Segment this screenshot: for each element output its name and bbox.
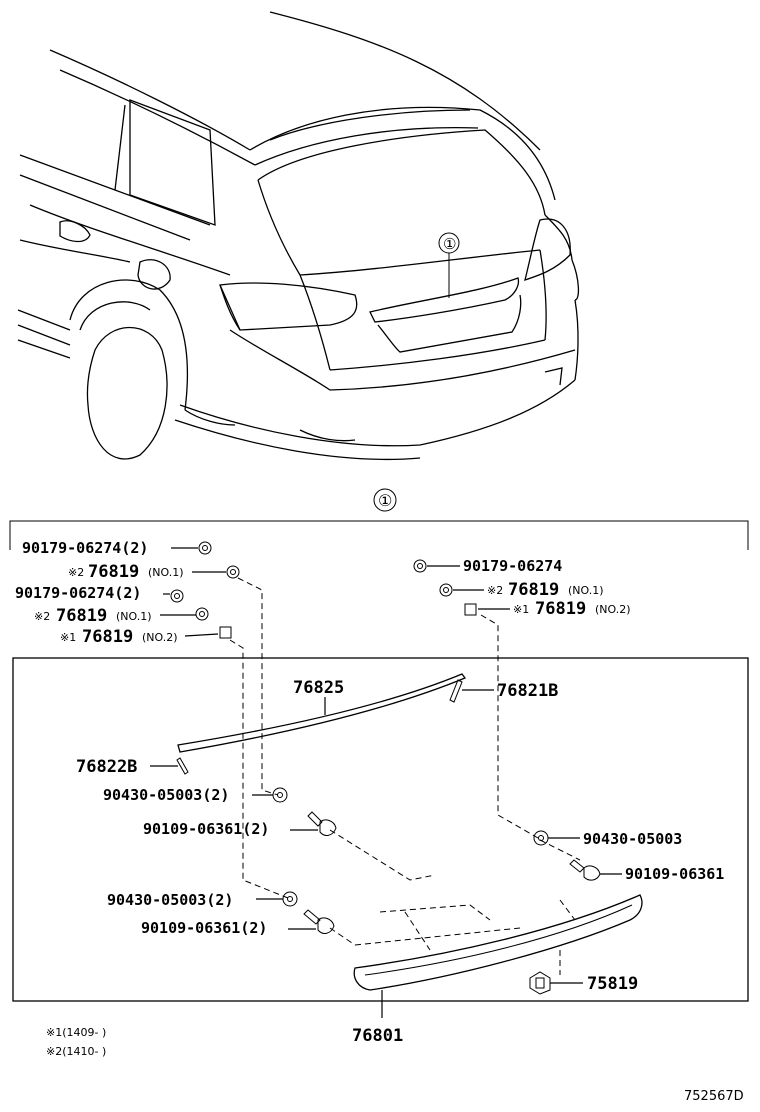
label-90179-06274-qty2-a: 90179-06274(2) (22, 539, 148, 557)
label-mark-b: ※2 (34, 610, 50, 623)
label-76821b: 76821B (497, 681, 558, 701)
label-no1-b: (NO.1) (116, 610, 152, 623)
footnote-1: ※1(1409- ) (46, 1026, 106, 1039)
bolt-icon-b (303, 909, 335, 934)
washer-icon (272, 787, 288, 803)
nut-icon-b (170, 589, 184, 603)
label-mark-r1: ※2 (487, 584, 503, 597)
label-no2-a: (NO.2) (142, 631, 178, 644)
label-90430-05003-qty2-b: 90430-05003(2) (107, 891, 233, 909)
clip-75819-icon (529, 971, 551, 995)
square-clip-icon (219, 626, 232, 639)
label-76819-no1-r: 76819 (508, 580, 559, 600)
label-76822b: 76822B (76, 757, 137, 777)
label-76825: 76825 (293, 678, 344, 698)
moulding-76825 (177, 673, 467, 753)
clip-icon (226, 565, 240, 579)
left-fasteners: 90179-06274(2) ※2 76819 (NO.1) 90179-062… (15, 539, 240, 647)
group-bracket (9, 520, 749, 550)
label-90109-06361-r: 90109-06361 (625, 865, 724, 883)
label-mark-c: ※1 (60, 631, 76, 644)
label-90430-05003-qty2-a: 90430-05003(2) (103, 786, 229, 804)
vehicle-illustration (17, 11, 580, 461)
clip-icon-r (439, 583, 453, 597)
pad-76822b (176, 757, 189, 775)
clip-icon-b (195, 607, 209, 621)
label-76819-no1-a: 76819 (88, 562, 139, 582)
square-clip-icon-r (464, 603, 477, 616)
detail-frame (12, 657, 749, 1002)
bolt-icon-r (569, 859, 601, 881)
label-no1-r: (NO.1) (568, 584, 604, 597)
label-76819-no2-r: 76819 (535, 599, 586, 619)
label-90179-06274-qty2-b: 90179-06274(2) (15, 584, 141, 602)
label-75819: 75819 (587, 974, 638, 994)
group-callout-number: ① (378, 491, 392, 510)
label-no2-r: (NO.2) (595, 603, 631, 616)
assembly-lines (229, 577, 581, 975)
footnote-2: ※2(1410- ) (46, 1045, 106, 1058)
label-mark-a: ※2 (68, 566, 84, 579)
group-callout-circle (373, 488, 397, 512)
diagram-id: 752567D (684, 1089, 744, 1104)
bolt-icon (307, 811, 337, 836)
nut-icon-r (413, 559, 427, 573)
label-90179-06274-r: 90179-06274 (463, 557, 562, 575)
label-76801: 76801 (352, 1026, 403, 1046)
label-mark-r2: ※1 (513, 603, 529, 616)
right-fasteners: 90179-06274 ※2 76819 (NO.1) ※1 76819 (NO… (413, 557, 631, 619)
label-76819-no1-b: 76819 (56, 606, 107, 626)
callout-number-top: ① (443, 235, 456, 253)
garnish-76801 (353, 894, 643, 1018)
washer-icon-b (282, 891, 298, 907)
label-no1-a: (NO.1) (148, 566, 184, 579)
nut-icon (198, 541, 212, 555)
label-90109-06361-qty2-b: 90109-06361(2) (141, 919, 267, 937)
pad-76821b (449, 679, 463, 703)
label-90109-06361-qty2-a: 90109-06361(2) (143, 820, 269, 838)
washer-icon-r (533, 830, 549, 846)
label-90430-05003-r: 90430-05003 (583, 830, 682, 848)
label-76819-no2-a: 76819 (82, 627, 133, 647)
